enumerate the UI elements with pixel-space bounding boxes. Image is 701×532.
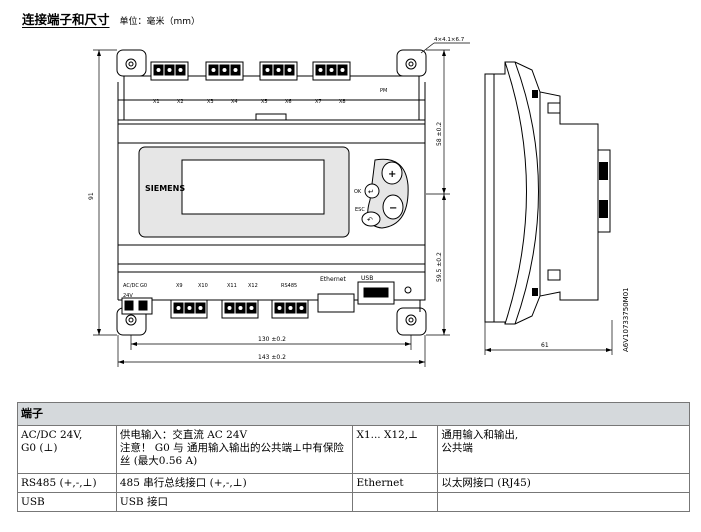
dimension-labels: 91 58 ±0.2 59.5 ±0.2 130 ±0.2 143 ±0.2 4…	[88, 37, 630, 361]
dimension-drawing: X1 X2 X3 X4 X5 X6 X7 X8 PM SIEMENS + − ↵…	[88, 37, 630, 367]
table-cell: AC/DC 24V, G0 (⊥)	[17, 425, 117, 474]
table-heading: 端子	[17, 402, 690, 426]
doc-code: A6V10733750M01	[622, 287, 630, 352]
ethernet-label: Ethernet	[320, 276, 346, 283]
dimension-arrows	[97, 50, 612, 364]
terminal-label: X12	[248, 283, 258, 289]
table-cell	[352, 492, 439, 512]
bottom-terminal-labels: AC/DC G0 X9 X10 X11 X12 RS485 24V Ethern…	[123, 275, 373, 299]
terminal-label: X9	[176, 283, 183, 289]
terminals-table: 端子 AC/DC 24V, G0 (⊥) 供电输入：交直流 AC 24V 注意！…	[17, 402, 690, 512]
svg-text:−: −	[389, 203, 397, 214]
dim-depth: 61	[541, 342, 549, 349]
minus-key	[382, 194, 404, 220]
esc-label: ESC	[355, 207, 365, 213]
terminal-label: X8	[339, 99, 346, 105]
lcd-screen	[181, 159, 325, 215]
table-cell: X1... X12,⊥	[352, 425, 439, 474]
dim-upper: 58 ±0.2	[436, 122, 443, 146]
front-panel: SIEMENS + − ↵ ↶ OK ESC	[138, 146, 409, 238]
bottom-terminal-blocks	[121, 281, 412, 319]
terminal-label: X10	[198, 283, 208, 289]
ac-voltage-label: 24V	[123, 293, 133, 299]
terminal-label: AC/DC	[123, 283, 139, 289]
side-view	[484, 61, 611, 325]
table-cell: USB 接口	[115, 492, 354, 512]
mount-lug-top-left	[116, 49, 147, 77]
ethernet-port	[317, 293, 355, 313]
unit-note: 单位：毫米（mm）	[119, 17, 201, 27]
terminal-label: X3	[207, 99, 214, 105]
usb-label: USB	[361, 275, 373, 282]
terminal-label: X2	[177, 99, 184, 105]
dim-lower: 59.5 ±0.2	[436, 252, 443, 282]
ok-label: OK	[354, 189, 362, 195]
side-view-details	[532, 90, 608, 296]
ok-key	[364, 183, 380, 199]
table-cell: 以太网接口 (RJ45)	[437, 473, 690, 493]
dim-width: 143 ±0.2	[258, 354, 286, 361]
table-cell: RS485 (+,-,⊥)	[17, 473, 117, 493]
terminal-label: X6	[285, 99, 292, 105]
page-title: 连接端子和尺寸	[22, 12, 110, 27]
plus-key	[381, 161, 403, 185]
terminal-label: X4	[231, 99, 238, 105]
top-terminal-labels: X1 X2 X3 X4 X5 X6 X7 X8 PM	[153, 88, 387, 105]
dim-hole-span: 130 ±0.2	[258, 336, 286, 343]
table-cell: 供电输入：交直流 AC 24V 注意！ G0 与 通用输入输出的公共端⊥中有保险…	[115, 425, 354, 474]
terminal-label: RS485	[281, 283, 297, 289]
terminal-label: X5	[261, 99, 268, 105]
table-cell: Ethernet	[352, 473, 439, 493]
terminal-label: X7	[315, 99, 322, 105]
table-row: AC/DC 24V, G0 (⊥) 供电输入：交直流 AC 24V 注意！ G0…	[17, 425, 690, 474]
table-row: USB USB 接口	[17, 492, 690, 512]
terminal-label: X1	[153, 99, 160, 105]
table-row: RS485 (+,-,⊥) 485 串行总线接口 (+,-,⊥) Etherne…	[17, 473, 690, 493]
svg-text:↵: ↵	[368, 188, 374, 196]
terminal-label: G0	[140, 283, 147, 289]
title-row: 连接端子和尺寸 单位：毫米（mm）	[22, 9, 200, 29]
mount-lug-bottom-right	[396, 307, 427, 336]
brand-logo: SIEMENS	[145, 184, 185, 193]
svg-text:↶: ↶	[367, 216, 373, 224]
top-terminal-blocks	[150, 61, 351, 81]
table-heading-row: 端子	[17, 402, 690, 426]
pm-label: PM	[380, 88, 387, 94]
esc-key	[361, 211, 381, 227]
dim-height: 91	[88, 192, 95, 200]
table-cell: USB	[17, 492, 117, 512]
dimension-lines	[93, 42, 613, 367]
table-cell	[437, 492, 690, 512]
mount-lug-top-right	[396, 49, 427, 77]
terminal-label: X11	[227, 283, 237, 289]
table-cell: 通用输入和输出, 公共端	[437, 425, 690, 474]
table-cell: 485 串行总线接口 (+,-,⊥)	[115, 473, 354, 493]
svg-text:+: +	[388, 169, 396, 180]
dim-hole-note: 4×4.1×6.7	[434, 37, 465, 43]
